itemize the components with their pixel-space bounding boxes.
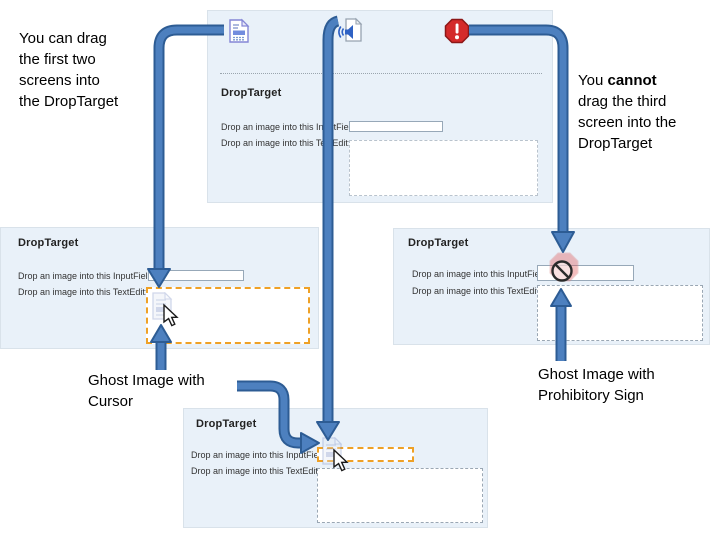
droptarget-title: DropTarget: [196, 418, 257, 430]
note-cannot-rest: drag the third screen into the DropTarge…: [578, 93, 677, 152]
textedit-label: Drop an image into this TextEdit:: [412, 286, 542, 296]
textedit[interactable]: [349, 140, 538, 196]
toolbar-separator: [220, 73, 542, 74]
audio-document-icon[interactable]: [338, 17, 364, 43]
droptarget-title: DropTarget: [221, 87, 282, 99]
note-can-drag: You can drag the first two screens into …: [19, 30, 119, 110]
droptarget-panel-textedit-drop: DropTarget Drop an image into this Input…: [0, 227, 319, 349]
note-cannot-drag: You cannot drag the third screen into th…: [578, 70, 718, 154]
droptarget-title: DropTarget: [18, 237, 79, 249]
report-document-icon[interactable]: [226, 18, 252, 44]
droptarget-panel-main: DropTarget Drop an image into this Input…: [207, 10, 553, 203]
textedit-label: Drop an image into this TextEdit:: [221, 138, 351, 148]
inputfield-drop-highlight[interactable]: [317, 447, 414, 462]
inputfield-label: Drop an image into this InputField:: [18, 271, 156, 281]
note-cannot-bold: cannot: [607, 72, 657, 89]
droptarget-panel-inputfield-drop: DropTarget Drop an image into this Input…: [183, 408, 488, 528]
note-cannot-prefix: You: [578, 72, 608, 89]
droptarget-title: DropTarget: [408, 237, 469, 249]
label-ghost-image-prohibitory: Ghost Image with Prohibitory Sign: [538, 366, 655, 404]
droptarget-panel-prohibited-drop: DropTarget Drop an image into this Input…: [393, 228, 710, 345]
inputfield-label: Drop an image into this InputField:: [221, 122, 359, 132]
inputfield[interactable]: [349, 121, 443, 132]
textedit-label: Drop an image into this TextEdit:: [18, 287, 148, 297]
inputfield-label: Drop an image into this InputField:: [412, 269, 550, 279]
textedit-label: Drop an image into this TextEdit:: [191, 466, 321, 476]
inputfield[interactable]: [148, 270, 244, 281]
inputfield[interactable]: [537, 265, 634, 281]
textedit[interactable]: [317, 468, 483, 523]
inputfield-label: Drop an image into this InputField:: [191, 450, 329, 460]
label-ghost-image-cursor: Ghost Image with Cursor: [88, 372, 205, 410]
textedit-drop-highlight[interactable]: [146, 287, 310, 344]
stop-error-icon[interactable]: [444, 18, 470, 44]
textedit[interactable]: [537, 285, 703, 341]
